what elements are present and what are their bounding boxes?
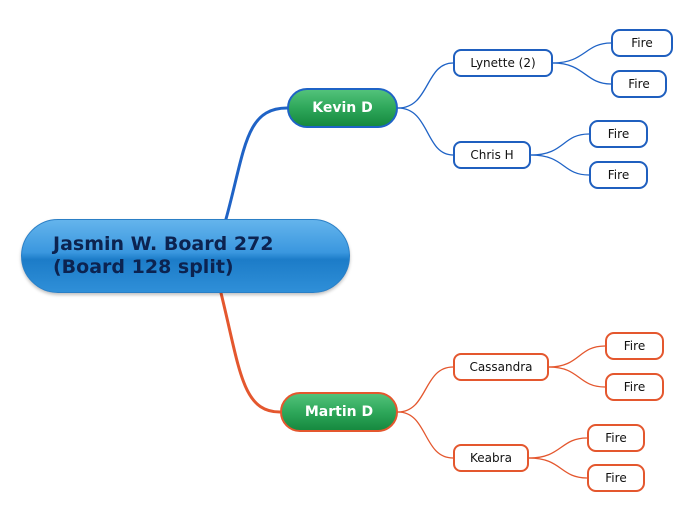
main-topic-label: Martin D <box>304 404 374 420</box>
leaf-label: Fire <box>605 431 627 445</box>
leaf-topic-fire[interactable]: Fire <box>611 70 667 98</box>
leaf-topic-fire[interactable]: Fire <box>605 332 664 360</box>
central-topic-label: Jasmin W. Board 272 (Board 128 split) <box>53 233 274 278</box>
subtopic-keabra[interactable]: Keabra <box>453 444 529 472</box>
connector-chris-fire-1 <box>530 133 590 156</box>
leaf-label: Fire <box>605 471 627 485</box>
connector-kevin-lynette <box>397 62 454 109</box>
connector-keabra-fire-2 <box>528 457 588 479</box>
main-topic-martin-d[interactable]: Martin D <box>280 392 398 432</box>
connector-keabra-fire-1 <box>528 437 588 459</box>
main-topic-kevin-d[interactable]: Kevin D <box>287 88 398 128</box>
subtopic-chris-h[interactable]: Chris H <box>453 141 531 169</box>
leaf-label: Fire <box>631 36 653 50</box>
leaf-topic-fire[interactable]: Fire <box>611 29 673 57</box>
connector-cassandra-fire-1 <box>548 345 606 368</box>
connector-martin-cassandra <box>397 366 454 413</box>
connector-kevin-chris <box>397 107 454 156</box>
leaf-topic-fire[interactable]: Fire <box>587 464 645 492</box>
subtopic-cassandra[interactable]: Cassandra <box>453 353 549 381</box>
leaf-label: Fire <box>607 168 630 182</box>
leaf-label: Fire <box>628 77 650 91</box>
connector-lynette-fire-1 <box>552 42 612 64</box>
leaf-topic-fire[interactable]: Fire <box>587 424 645 452</box>
leaf-topic-fire[interactable]: Fire <box>589 120 648 148</box>
connector-root-martin <box>219 291 282 414</box>
leaf-topic-fire[interactable]: Fire <box>605 373 664 401</box>
central-topic[interactable]: Jasmin W. Board 272 (Board 128 split) <box>21 219 350 293</box>
subtopic-label: Chris H <box>470 148 514 162</box>
leaf-label: Fire <box>623 380 646 394</box>
leaf-label: Fire <box>607 127 630 141</box>
subtopic-label: Lynette (2) <box>470 56 536 70</box>
connector-root-kevin <box>224 106 289 221</box>
main-topic-label: Kevin D <box>312 100 373 116</box>
leaf-topic-fire[interactable]: Fire <box>589 161 648 189</box>
connector-chris-fire-2 <box>530 154 590 176</box>
subtopic-label: Keabra <box>470 451 512 465</box>
connector-cassandra-fire-2 <box>548 366 606 388</box>
leaf-label: Fire <box>623 339 646 353</box>
connector-martin-keabra <box>397 411 454 459</box>
subtopic-label: Cassandra <box>469 360 533 374</box>
connector-lynette-fire-2 <box>552 62 612 85</box>
subtopic-lynette[interactable]: Lynette (2) <box>453 49 553 77</box>
